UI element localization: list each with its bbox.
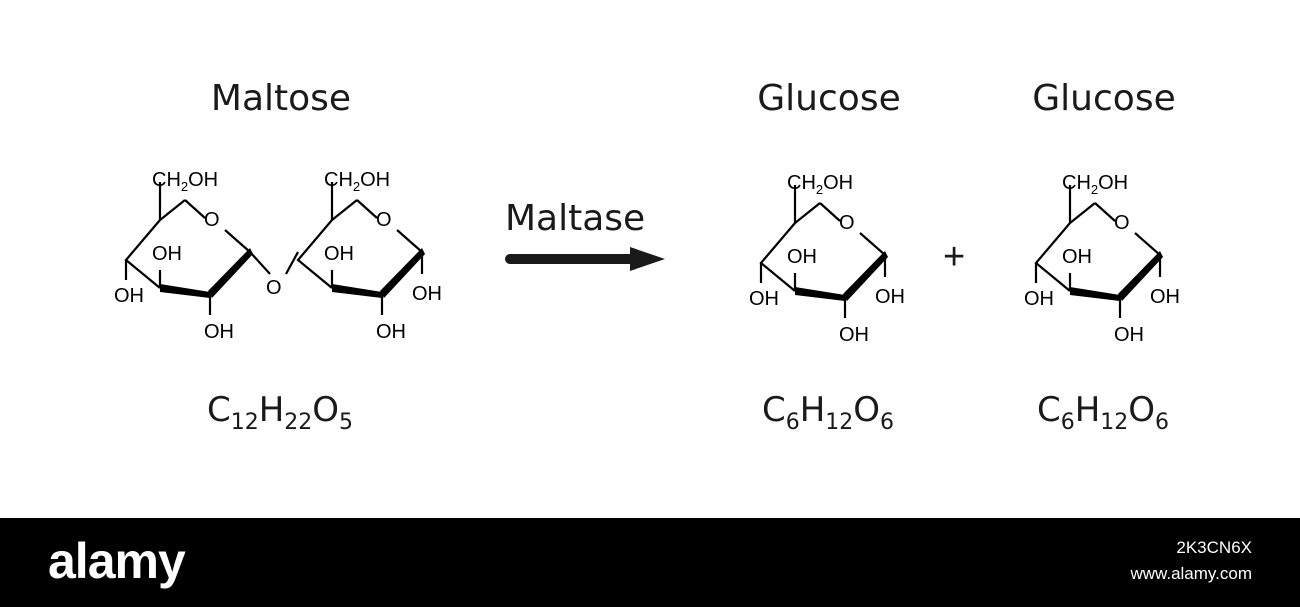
glucose-2-formula: C6H12O6 <box>1036 390 1170 435</box>
maltose-right-ch2oh: CH2OH <box>324 169 390 194</box>
maltose-title: Maltose <box>210 78 352 119</box>
glucose-1-formula: C6H12O6 <box>761 390 895 435</box>
maltose-left-oh-4: OH <box>114 285 144 307</box>
reaction-diagram: Maltose CH2OH O OH OH OH O <box>114 78 1180 435</box>
maltose-right-oh-1: OH <box>412 283 442 305</box>
glucose-1-title: Glucose <box>757 78 901 119</box>
glucose-1-oh-4: OH <box>749 288 779 310</box>
reaction-arrow <box>505 247 665 271</box>
maltose-left-oh-2: OH <box>204 321 234 343</box>
glucose-1-ring-o: O <box>839 212 855 234</box>
glucose-2-oh-1: OH <box>1150 286 1180 308</box>
maltose-right-ring: CH2OH O OH OH OH <box>296 169 442 343</box>
glucose-1-structure: CH2OH O OH OH OH OH <box>749 172 905 346</box>
maltose-structure: CH2OH O OH OH OH O CH2OH O OH OH OH <box>114 169 442 343</box>
glucose-1-oh-3: OH <box>787 246 817 268</box>
maltose-left-ring: CH2OH O OH OH OH <box>114 169 271 343</box>
image-id: 2K3CN6X <box>1176 538 1252 557</box>
glucose-1-oh-1: OH <box>875 286 905 308</box>
maltose-right-oh-2: OH <box>376 321 406 343</box>
maltose-bridge-o: O <box>266 277 282 299</box>
maltose-left-oh-3: OH <box>152 243 182 265</box>
site-url: www.alamy.com <box>1130 564 1252 583</box>
glucose-2-oh-4: OH <box>1024 288 1054 310</box>
watermark-footer: alamy 2K3CN6X www.alamy.com <box>0 518 1300 607</box>
alamy-logo: alamy <box>48 533 186 589</box>
glucose-2-title: Glucose <box>1032 78 1176 119</box>
glucose-1-ch2oh: CH2OH <box>787 172 853 197</box>
glucose-2-oh-3: OH <box>1062 246 1092 268</box>
maltose-right-ring-o: O <box>376 209 392 231</box>
maltose-left-ring-o: O <box>204 209 220 231</box>
maltose-right-oh-3: OH <box>324 243 354 265</box>
glucose-2-ring-o: O <box>1114 212 1130 234</box>
glucose-2-structure: CH2OH O OH OH OH OH <box>1024 172 1180 346</box>
maltose-formula: C12H22O5 <box>206 390 354 435</box>
glucose-2-ch2oh: CH2OH <box>1062 172 1128 197</box>
glucose-2-oh-2: OH <box>1114 324 1144 346</box>
glucose-1-oh-2: OH <box>839 324 869 346</box>
maltose-left-ch2oh: CH2OH <box>152 169 218 194</box>
enzyme-label: Maltase <box>505 198 646 239</box>
plus-sign: + <box>943 236 966 278</box>
